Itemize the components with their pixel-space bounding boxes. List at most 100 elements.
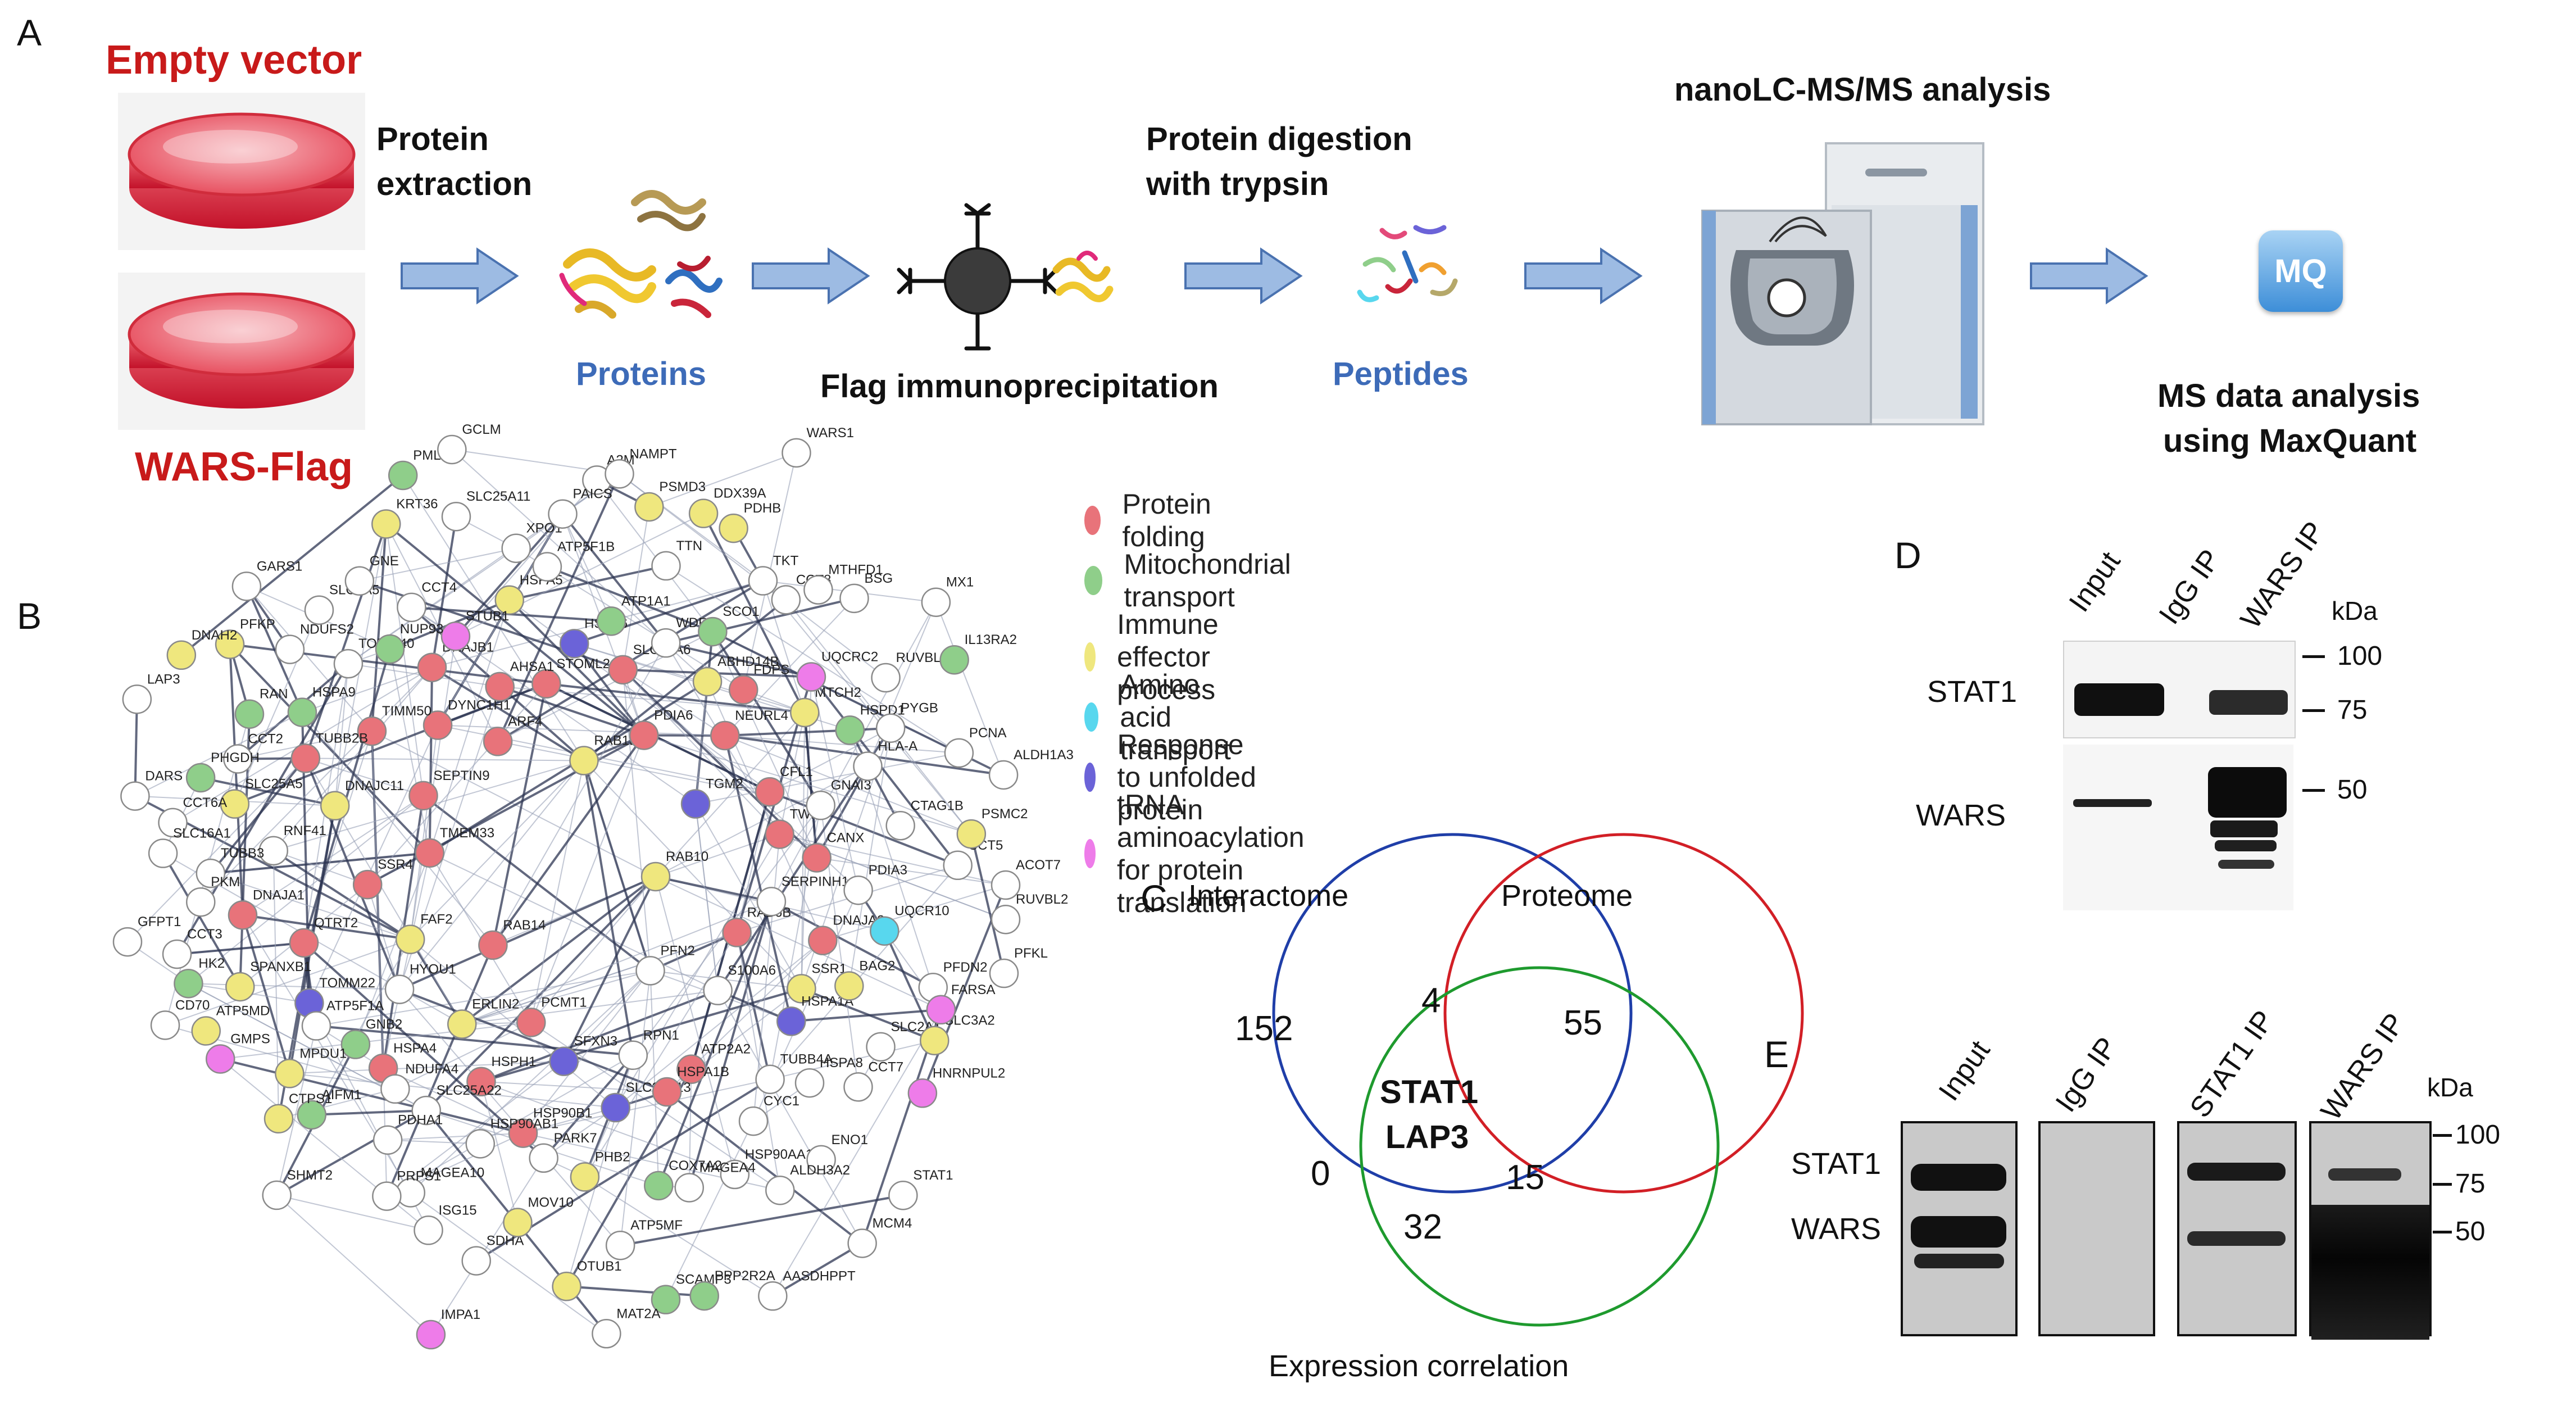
- network-node-label: RUVBL2: [1016, 892, 1068, 907]
- e-lane-input: Input: [1932, 1035, 1997, 1107]
- network-node-label: CTPS1: [289, 1091, 332, 1106]
- d-wars-blot: [2063, 745, 2293, 910]
- network-node-label: COX7A2: [669, 1158, 722, 1173]
- network-edge: [385, 945, 494, 1197]
- network-edges: [127, 449, 1007, 1335]
- network-node-label: CANX: [827, 830, 865, 845]
- network-edge: [883, 930, 936, 1041]
- network-node: DNAH2: [166, 628, 237, 670]
- network-node-label: SFXN3: [574, 1034, 617, 1049]
- network-edge: [276, 1109, 427, 1196]
- e-blot-igg: [2038, 1121, 2155, 1336]
- network-edge: [867, 602, 937, 767]
- network-edge: [695, 804, 719, 991]
- network-node-label: STUB1: [466, 609, 509, 624]
- network-node-label: HSPA1B: [677, 1064, 729, 1080]
- ms-analysis-label-1: MS data analysis: [2157, 378, 2420, 414]
- network-edge: [649, 931, 738, 972]
- network-node-label: ACOT7: [1016, 858, 1061, 873]
- network-node: MTCH2: [790, 685, 861, 728]
- network-edge: [801, 712, 806, 989]
- network-node-label: FAF2: [420, 912, 452, 927]
- network-edge: [367, 884, 401, 990]
- network-node: RUVBL1: [871, 650, 948, 693]
- network-edge: [649, 970, 660, 1186]
- network-node: HSP90AA1: [720, 1147, 813, 1190]
- network-edge: [276, 1026, 317, 1196]
- network-edge: [367, 683, 547, 885]
- network-edge: [523, 1078, 770, 1134]
- network-node: PDHB: [719, 501, 781, 543]
- network-edge: [724, 735, 793, 1022]
- network-node: SLC25A5: [220, 777, 303, 819]
- network-node: CFL1: [755, 764, 813, 807]
- network-node-label: NDUFS2: [300, 622, 354, 637]
- network-node-label: LAP3: [147, 672, 180, 687]
- network-node: HSP90B1: [508, 1106, 592, 1148]
- venn-center-lap3: LAP3: [1385, 1119, 1469, 1155]
- network-node: MCM4: [847, 1216, 912, 1258]
- network-edge: [461, 932, 737, 1025]
- network-node: ISG15: [414, 1203, 477, 1245]
- network-edge: [165, 938, 411, 1026]
- network-node: HSPD1: [835, 702, 905, 745]
- network-node-label: ALDH3A2: [790, 1163, 850, 1178]
- network-node: SFXN3: [549, 1034, 617, 1076]
- e-marker-tick-75: [2433, 1183, 2452, 1186]
- network-node-label: ALDH1A3: [1014, 747, 1074, 763]
- d-kda-label: kDa: [2332, 596, 2378, 625]
- network-edge: [574, 643, 805, 713]
- network-node: CANX: [802, 830, 865, 873]
- network-edge: [399, 988, 621, 1246]
- network-node: DNAJA1: [228, 887, 305, 930]
- network-node-label: NUP93: [400, 622, 443, 637]
- network-edge: [410, 938, 616, 1108]
- network-node-label: GARS1: [257, 559, 302, 574]
- network-edge: [584, 932, 738, 1177]
- network-edge: [461, 970, 651, 1025]
- network-node: SCO1: [698, 604, 760, 647]
- network-edge: [655, 876, 772, 903]
- legend-label: Protein folding: [1122, 488, 1211, 552]
- network-node: PKM: [186, 874, 240, 917]
- network-node-label: STOML2: [556, 656, 610, 672]
- network-edge: [935, 602, 1005, 775]
- e-blot-wars: [2309, 1121, 2432, 1340]
- network-edge: [388, 1132, 524, 1141]
- venn-count-proteome-expression: 15: [1506, 1158, 1544, 1197]
- network-node-label: PSMD3: [659, 479, 706, 495]
- network-node: FARSA: [926, 982, 996, 1025]
- network-node: TKT: [748, 554, 799, 596]
- network-node-label: NDUFA4: [405, 1062, 458, 1077]
- petri-dish-wars-flag: [118, 273, 365, 430]
- network-node: PARK7: [529, 1131, 597, 1173]
- network-node-label: UQCRC2: [821, 650, 878, 665]
- network-node: TUBB4A: [755, 1052, 833, 1094]
- network-edge: [311, 1109, 426, 1116]
- network-edge: [492, 683, 548, 946]
- network-edge: [762, 580, 806, 713]
- network-node-label: HSP90B1: [533, 1106, 592, 1121]
- network-node-label: GMPS: [230, 1031, 270, 1046]
- network-edge: [769, 727, 891, 792]
- network-node: PPP2R2A: [689, 1268, 775, 1311]
- mass-spectrometer-illustration: [1701, 142, 1984, 425]
- network-node: PDIA3: [843, 863, 907, 905]
- network-node-label: TMEM33: [440, 826, 494, 841]
- network-node: DARS: [120, 769, 183, 811]
- network-node: SERPINH1: [756, 874, 849, 917]
- network-node: GCLM: [437, 422, 501, 465]
- network-node: PCMT1: [516, 995, 587, 1037]
- network-edge: [769, 865, 958, 1080]
- network-node: ATP5F1A: [301, 999, 384, 1041]
- network-node: RAB6B: [722, 905, 791, 947]
- network-node-label: PDIA6: [654, 708, 693, 723]
- network-node-label: HSPA4: [393, 1041, 437, 1056]
- network-node-label: KRT36: [396, 496, 438, 511]
- network-node: SEPTIN9: [408, 768, 490, 811]
- network-node: NEURL4: [710, 708, 788, 751]
- network-node-label: S100A6: [728, 963, 776, 978]
- network-node-label: ATP5MD: [216, 1004, 270, 1019]
- network-edge: [437, 514, 564, 726]
- digestion-label-1: Protein digestion: [1146, 121, 1412, 157]
